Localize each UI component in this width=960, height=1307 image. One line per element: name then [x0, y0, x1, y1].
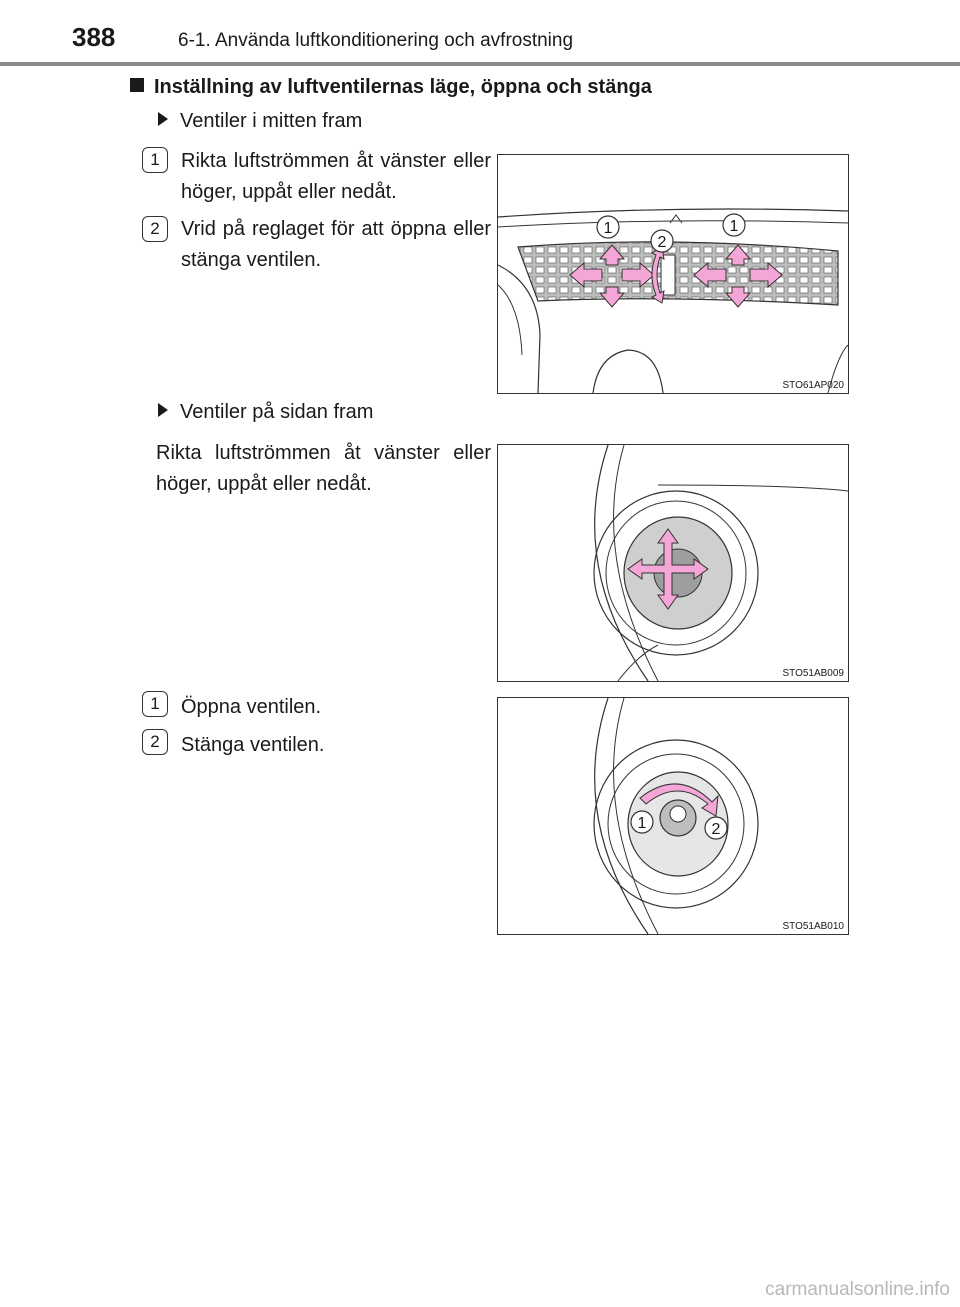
figure-side-vents: STO51AB009 [497, 444, 849, 682]
step-number-close: 2 [142, 729, 168, 755]
vent-dial-illustration: 1 2 [593, 698, 759, 934]
step-text-1: Rikta luftströmmen åt vänster eller höge… [181, 150, 491, 203]
figure-code: STO51AB010 [782, 921, 844, 932]
footer-watermark[interactable]: carmanualsonline.info [765, 1279, 950, 1300]
arrow-icon [639, 783, 719, 817]
square-bullet-icon [130, 78, 144, 92]
figure-center-vents: 1 2 1 STO61AP020 [497, 154, 849, 394]
arrow-icon [627, 528, 709, 610]
subheading-side-vents: Ventiler på sidan fram [158, 401, 373, 424]
subheading-center-vents: Ventiler i mitten fram [158, 110, 362, 133]
chapter-title: 6-1. Använda luftkonditionering och avfr… [178, 30, 574, 51]
figure-callout: 1 [604, 220, 613, 237]
step-text-2: Vrid på reglaget för att öppna eller stä… [181, 218, 491, 271]
arrow-icon [569, 244, 783, 308]
figure-callout: 1 [730, 218, 739, 235]
figure-callout: 1 [638, 815, 647, 832]
triangle-bullet-icon [158, 403, 168, 417]
step-number-open: 1 [142, 691, 168, 717]
step-number-2: 2 [142, 216, 168, 242]
subheading-side-vents-text: Ventiler på sidan fram [180, 401, 374, 423]
section-title-text: Inställning av luftventilernas läge, öpp… [154, 76, 652, 98]
figure-code: STO61AP020 [782, 380, 844, 391]
section-title: Inställning av luftventilernas läge, öpp… [130, 76, 652, 99]
center-vent-illustration: 1 2 1 [498, 208, 848, 393]
figure-callout: 2 [658, 234, 667, 251]
side-vent-illustration [593, 445, 848, 681]
step-number-1: 1 [142, 147, 168, 173]
subheading-center-vents-text: Ventiler i mitten fram [180, 110, 363, 132]
figure-code: STO51AB009 [782, 668, 844, 679]
step-text-close: Stänga ventilen. [181, 734, 325, 756]
page-number: 388 [72, 22, 116, 52]
side-vents-text: Rikta luftströmmen åt vänster eller höge… [156, 442, 491, 495]
figure-side-vents-open-close: 1 2 STO51AB010 [497, 697, 849, 935]
triangle-bullet-icon [158, 112, 168, 126]
figure-callout: 2 [712, 821, 721, 838]
step-text-open: Öppna ventilen. [181, 696, 322, 718]
header-rule [0, 62, 960, 66]
